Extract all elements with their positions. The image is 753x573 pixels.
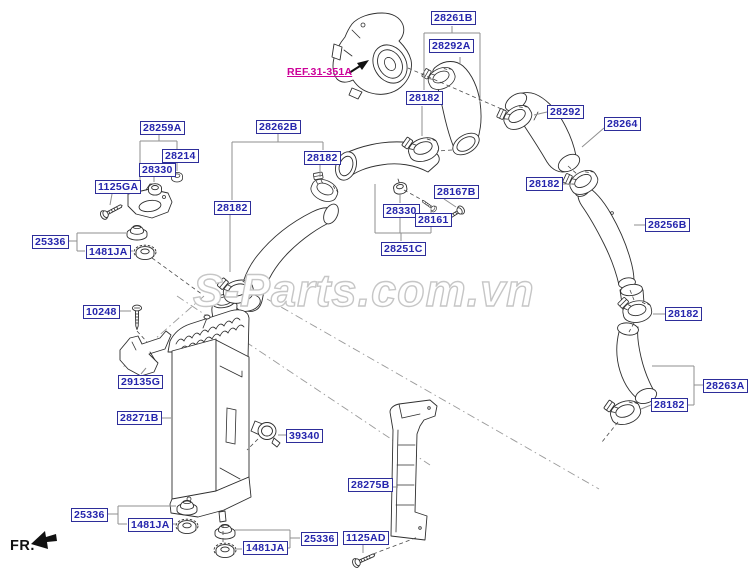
part-label-28262B[interactable]: 28262B — [256, 120, 301, 134]
part-label-25336[interactable]: 25336 — [301, 532, 338, 546]
part-label-28330[interactable]: 28330 — [139, 163, 176, 177]
part-label-39340[interactable]: 39340 — [286, 429, 323, 443]
part-label-1481JA[interactable]: 1481JA — [243, 541, 288, 555]
part-label-1481JA[interactable]: 1481JA — [86, 245, 131, 259]
part-label-28259A[interactable]: 28259A — [140, 121, 185, 135]
bracket-28259A-drawing — [98, 171, 183, 222]
part-label-28182[interactable]: 28182 — [214, 201, 251, 215]
part-label-1481JA[interactable]: 1481JA — [128, 518, 173, 532]
part-label-28182[interactable]: 28182 — [651, 398, 688, 412]
part-label-1125AD[interactable]: 1125AD — [343, 531, 389, 545]
watermark-text: S-Parts.com.vn — [193, 265, 535, 316]
part-label-28292A[interactable]: 28292A — [429, 39, 474, 53]
leader-lines — [64, 26, 703, 553]
alignment-dashed-lines — [136, 67, 635, 555]
bracket-29135G-drawing — [119, 330, 172, 377]
part-label-28182[interactable]: 28182 — [406, 91, 443, 105]
part-label-28182[interactable]: 28182 — [304, 151, 341, 165]
part-label-28167B[interactable]: 28167B — [434, 185, 479, 199]
part-label-28263A[interactable]: 28263A — [703, 379, 748, 393]
fr-arrow-icon — [31, 531, 57, 549]
part-label-28182[interactable]: 28182 — [665, 307, 702, 321]
sensor-39340-drawing — [250, 420, 281, 448]
part-label-28271B[interactable]: 28271B — [117, 411, 162, 425]
fr-direction-label: FR. — [10, 538, 35, 554]
intercooler-drawing — [167, 293, 252, 523]
ref-arrow-icon — [348, 60, 369, 74]
part-label-10248[interactable]: 10248 — [83, 305, 120, 319]
part-label-28256B[interactable]: 28256B — [645, 218, 690, 232]
ref-label[interactable]: REF.31-351A — [287, 66, 353, 78]
part-label-28275B[interactable]: 28275B — [348, 478, 393, 492]
part-label-28182[interactable]: 28182 — [526, 177, 563, 191]
throttle-body-drawing — [331, 12, 412, 100]
part-label-28161[interactable]: 28161 — [415, 213, 452, 227]
part-label-29135G[interactable]: 29135G — [118, 375, 164, 389]
part-label-28261B[interactable]: 28261B — [431, 11, 476, 25]
part-label-25336[interactable]: 25336 — [71, 508, 108, 522]
bracket-28275B-drawing — [389, 399, 438, 541]
part-label-28264[interactable]: 28264 — [604, 117, 641, 131]
part-label-28292[interactable]: 28292 — [547, 105, 584, 119]
part-label-1125GA[interactable]: 1125GA — [95, 180, 142, 194]
part-label-28251C[interactable]: 28251C — [381, 242, 426, 256]
part-label-28214[interactable]: 28214 — [162, 149, 199, 163]
part-label-28330[interactable]: 28330 — [383, 204, 420, 218]
part-label-25336[interactable]: 25336 — [32, 235, 69, 249]
